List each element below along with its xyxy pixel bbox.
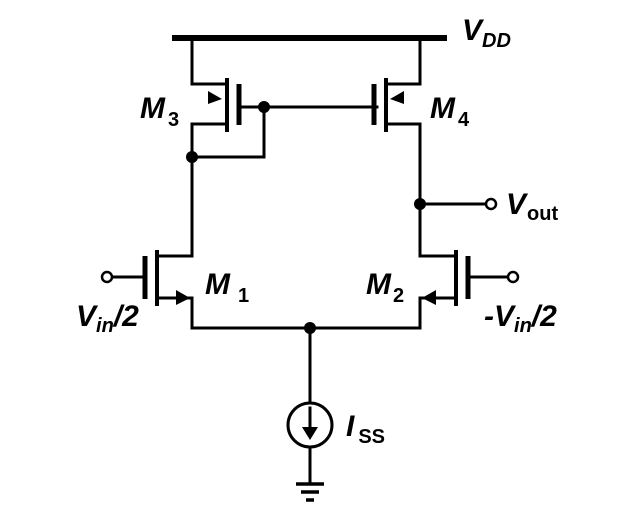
- m3-source-arrow: [208, 91, 222, 104]
- m1-source-arrow: [176, 290, 190, 305]
- vout-label: Vout: [506, 188, 558, 225]
- m4-source-arrow: [390, 91, 404, 104]
- transistor-m4: [371, 36, 422, 206]
- input-pos-terminal: [100, 270, 114, 284]
- transistor-m2: [418, 250, 520, 330]
- current-arrow-icon: [302, 427, 318, 440]
- transistor-m1: [100, 250, 194, 330]
- input-neg-terminal: [506, 270, 520, 284]
- output-terminal: [484, 197, 498, 211]
- transistor-m3: [190, 36, 266, 159]
- vdd-label: VDD: [462, 14, 511, 52]
- current-source: [286, 401, 334, 449]
- vin-pos-label: Vin/2: [76, 300, 139, 337]
- m2-source-arrow: [422, 290, 436, 305]
- ground-icon: [296, 482, 324, 502]
- gate-node: [258, 101, 270, 113]
- vin-neg-label: -Vin/2: [484, 300, 557, 337]
